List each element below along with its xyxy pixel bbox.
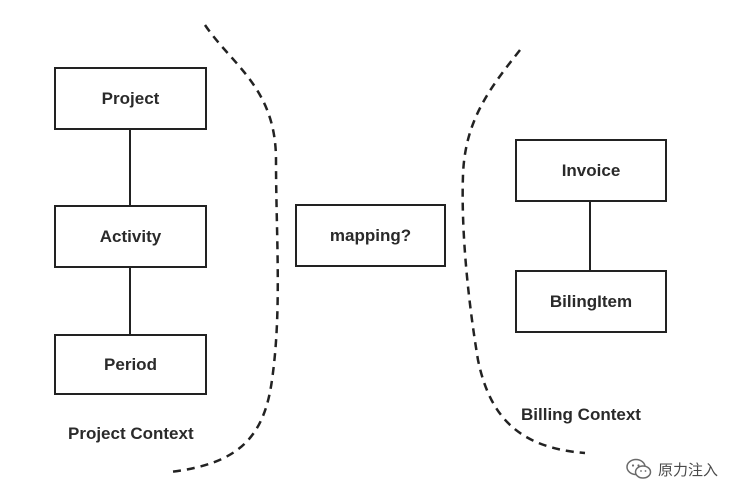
entity-project-label: Project [101,88,160,108]
entity-invoice-label: Invoice [561,160,621,180]
watermark-text: 原力注入 [658,460,719,479]
project-context-label: Project Context [68,424,194,443]
entity-activity-box: Activity [54,205,207,268]
entity-activity-label: Activity [99,226,162,246]
mapping-label: mapping? [329,225,412,245]
watermark: 原力注入 [626,458,718,480]
entity-period-label: Period [104,354,157,374]
entity-billingitem-label: BilingItem [549,291,633,311]
entity-period-box: Period [54,334,207,395]
entity-project-box: Project [54,67,207,130]
entity-invoice-box: Invoice [515,139,667,202]
mapping-box: mapping? [295,204,446,267]
project-context-boundary [169,24,280,474]
billing-context-boundary [461,49,586,455]
entity-billingitem-box: BilingItem [515,270,667,333]
wechat-icon [626,458,652,479]
billing-context-label: Billing Context [521,405,641,424]
